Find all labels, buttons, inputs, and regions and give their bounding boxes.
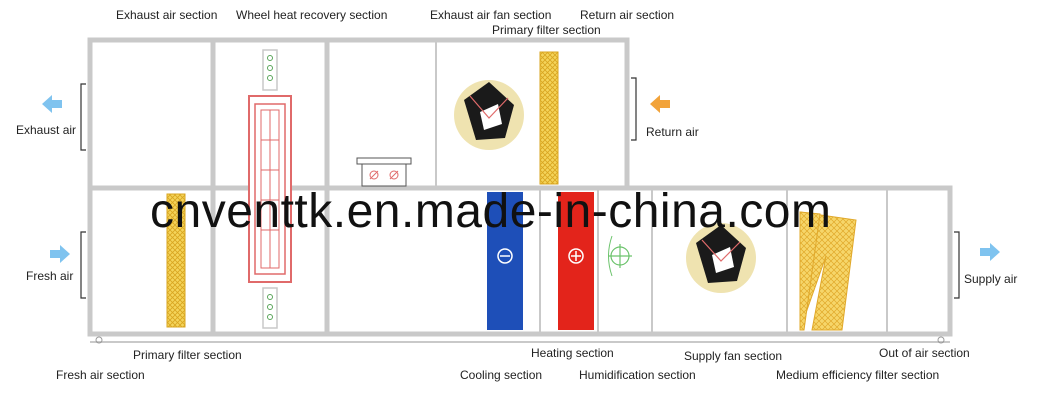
supply-air-label: Supply air [964,272,1018,286]
return-air-arrow [650,95,670,113]
supply-fan-section-label: Supply fan section [684,349,783,363]
return-air-section-label: Return air section [580,8,675,22]
primary-filter-section-top-label: Primary filter section [492,23,601,37]
wheel-heat-recovery-section-label: Wheel heat recovery section [236,8,388,22]
heating-coil [558,192,594,330]
primary-filter-lower [166,193,186,328]
exhaust-fan [454,80,524,150]
out-of-air-section-label: Out of air section [879,346,970,360]
heat-recovery-wheel [248,49,292,329]
fresh-air-section-label: Fresh air section [56,368,145,382]
medium-efficiency-filter-section-label: Medium efficiency filter section [776,368,940,382]
primary-filter-section-bottom-label: Primary filter section [133,348,242,362]
exhaust-air-arrow [42,95,62,113]
supply-fan [686,223,756,293]
cooling-coil [487,192,523,330]
humidifier [608,235,632,277]
medium-efficiency-filter [799,211,857,331]
watermark-text: cnventtk.en.made-in-china.com [150,185,832,238]
fresh-air-arrow [50,245,70,263]
return-air-label: Return air [646,125,699,139]
section-dividers [95,40,888,334]
damper-brackets [80,77,960,299]
supply-air-arrow [980,243,1000,261]
heating-section-label: Heating section [531,346,614,360]
cooling-section-label: Cooling section [460,368,543,382]
humidification-section-label: Humidification section [579,368,696,382]
exhaust-air-section-label: Exhaust air section [116,8,218,22]
exhaust-air-label: Exhaust air [16,123,77,137]
primary-filter-upper [539,51,559,185]
fresh-air-label: Fresh air [26,269,74,283]
exhaust-air-fan-section-label: Exhaust air fan section [430,8,552,22]
bypass-damper [356,157,412,187]
